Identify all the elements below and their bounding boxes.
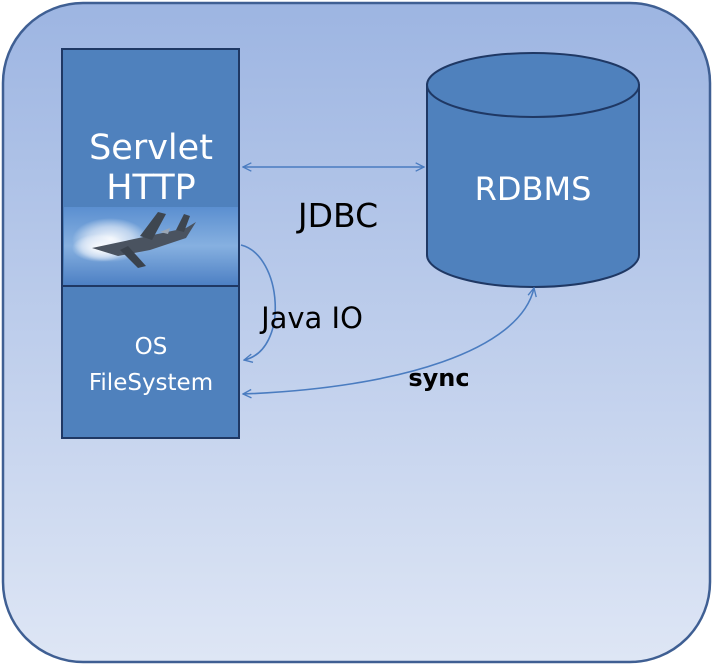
os-label-line1: OS — [135, 334, 168, 360]
servlet-label-line2: HTTP — [106, 168, 196, 208]
sync-arrow — [243, 288, 534, 394]
jdbc-label: JDBC — [296, 196, 378, 235]
os-filesystem-box — [61, 285, 240, 439]
servlet-label-line1: Servlet — [89, 128, 213, 168]
os-label-line2: FileSystem — [89, 370, 213, 396]
sync-label: sync — [408, 364, 469, 392]
java-io-label: Java IO — [259, 301, 363, 335]
rdbms-cylinder — [426, 52, 640, 288]
rdbms-label: RDBMS — [475, 170, 592, 208]
jet-aircraft-photo — [64, 207, 238, 285]
